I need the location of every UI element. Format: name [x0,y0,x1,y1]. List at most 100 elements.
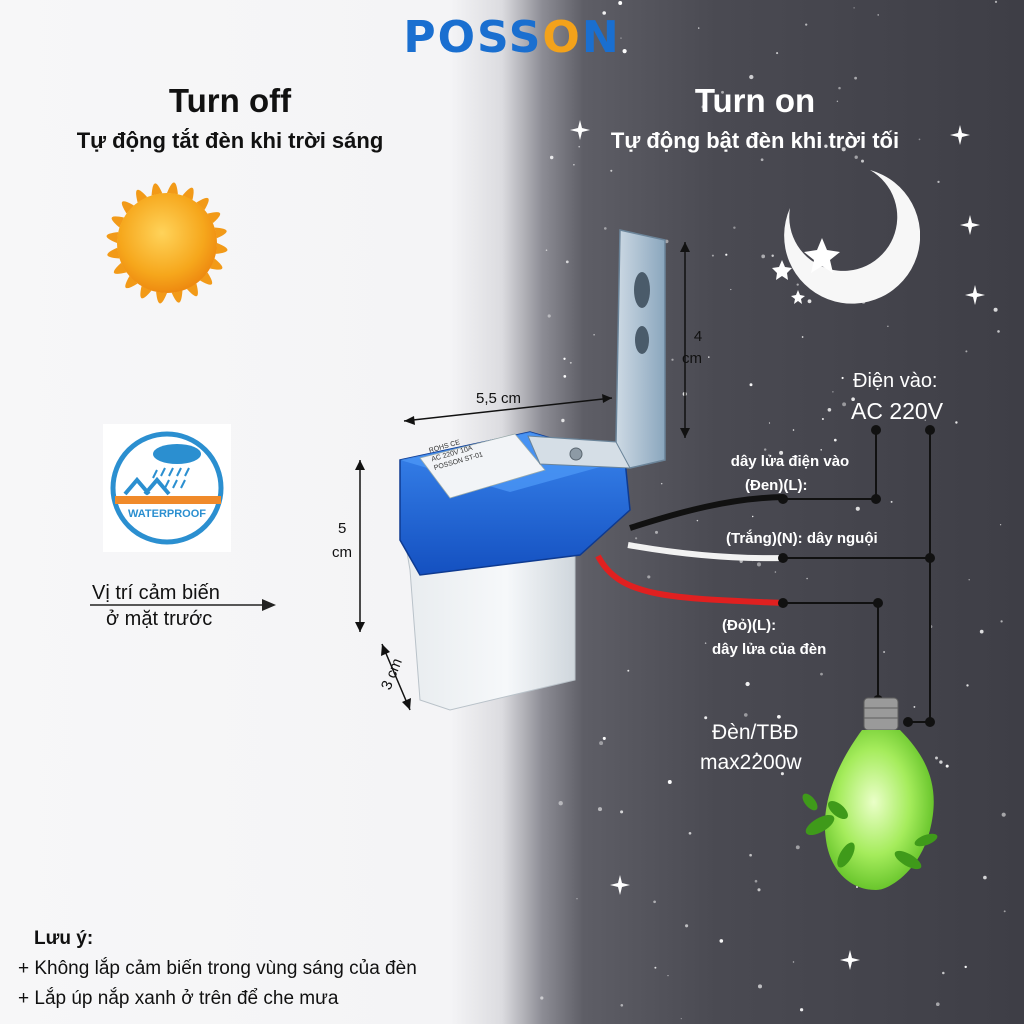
star [755,752,758,755]
star [573,163,575,166]
star [708,356,710,358]
star [749,853,752,857]
waterproof-icon [110,431,224,545]
star [704,716,708,720]
star [805,23,808,26]
dim-bracket-unit: cm [682,350,702,367]
star [997,330,1000,333]
star [918,138,921,141]
star [877,14,880,16]
star [635,537,638,540]
red-wire-label: (Đỏ)(L): dây lửa của đèn [712,617,827,658]
brand-logo: POSSON [403,12,621,63]
star [763,448,767,451]
star [965,350,968,353]
star [751,515,754,518]
star [979,629,984,634]
star [854,76,857,80]
star [685,924,689,928]
star [698,27,700,29]
star [821,417,824,421]
star [942,971,945,975]
moon-stars-icon [772,170,920,304]
star [993,307,998,312]
notes-item: + Lắp úp nắp xanh ở trên để che mưa [18,988,339,1009]
waterproof-label: WATERPROOF [127,508,206,520]
star [1003,910,1006,913]
star [667,780,672,784]
star [563,375,567,378]
star [771,254,774,257]
star [654,530,659,534]
power-line2: AC 220V [851,398,944,424]
star [853,7,855,9]
star [887,325,889,327]
dim-bracket-height: 4 [693,328,703,345]
notes-list: + Không lắp cảm biến trong vùng sáng của… [18,954,417,1014]
star [563,357,566,360]
star [832,391,834,393]
star [836,100,839,103]
star [820,449,822,451]
star [593,333,595,336]
sensor-arrow-icon [90,599,276,611]
star [854,155,858,159]
star [725,253,728,256]
star [730,288,732,291]
white-wire [627,542,784,562]
star [756,562,762,567]
star [540,996,544,1000]
star [799,1008,804,1012]
star [768,422,771,424]
sparkle-icon [570,120,590,140]
star [569,361,572,364]
star [701,105,705,109]
star [743,713,748,717]
light-bulb-icon [802,697,938,890]
power-input-label: Điện vào: AC 220V [851,366,944,426]
lamp-line1: Đèn/TBĐ [712,721,799,744]
star [841,376,844,380]
star [855,506,860,511]
star [745,681,750,687]
notes-item: + Không lắp cảm biến trong vùng sáng của… [18,958,417,979]
red-wire [595,554,784,606]
star [757,888,761,892]
star [983,875,987,880]
star [935,1002,940,1007]
star [620,1003,624,1007]
star [761,254,766,259]
star [602,736,606,740]
notes-section: Lưu ý: [34,924,93,954]
star [838,86,841,90]
dim-width: 5,5 cm [476,390,522,407]
star [545,249,548,251]
star [721,90,724,94]
star [999,524,1002,526]
star [660,482,663,485]
star [667,974,669,977]
photocell-sensor [399,229,666,711]
star [599,741,604,746]
star [806,577,808,580]
sparkle-icon [960,215,980,235]
star [576,897,578,900]
star [841,147,846,152]
star [654,966,657,969]
turn-off-subtitle: Tự động tắt đèn khi trời sáng [76,128,384,153]
star [833,438,837,442]
star [547,314,551,318]
dim-body-height: 5 [338,520,347,537]
sensor-hint-line2: ở mặt trước [106,608,213,630]
star [913,705,916,708]
star [777,714,781,719]
turn-off-title: Turn off [168,82,292,119]
star [565,260,569,264]
star [757,984,763,989]
star [851,397,855,402]
star [939,760,943,764]
waterproof-badge: WATERPROOF [103,424,231,552]
star [618,1,623,5]
star [622,49,627,54]
star [602,11,606,15]
